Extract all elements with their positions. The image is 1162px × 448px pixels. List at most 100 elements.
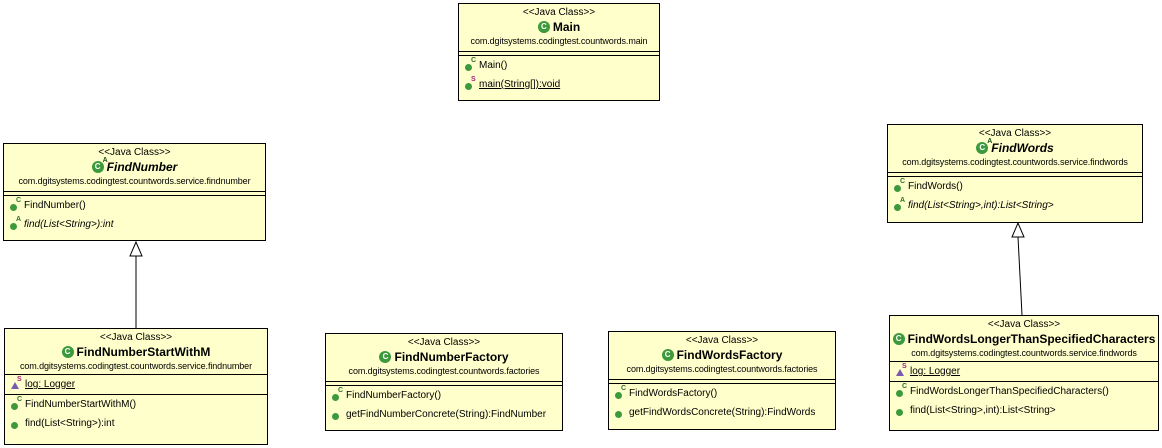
- package-name: com.dgitsystems.codingtest.countwords.se…: [911, 348, 1137, 358]
- constructor-icon: C: [615, 385, 627, 400]
- abstract-method-icon: A: [894, 197, 906, 212]
- class-name-text: FindNumberStartWithM: [76, 345, 211, 359]
- operation-text: getFindNumberConcrete(String):FindNumber: [346, 409, 547, 420]
- class-name-text: FindWordsLongerThanSpecifiedCharacters: [907, 332, 1156, 346]
- stereotype-label: <<Java Class>>: [685, 335, 759, 346]
- constructor-icon: C: [896, 383, 908, 398]
- constructor-icon: C: [11, 396, 23, 411]
- stereotype-label: <<Java Class>>: [987, 319, 1061, 330]
- operation-text: find(List<String>):int: [25, 418, 115, 429]
- operations-compartment: C FindWordsFactory() getFindWordsConcret…: [609, 383, 835, 422]
- static-method-icon: S: [465, 76, 477, 91]
- operation-text: FindNumber(): [24, 200, 86, 211]
- abstract-method-icon: A: [10, 216, 22, 231]
- class-icon: C: [379, 351, 392, 363]
- stereotype-label: <<Java Class>>: [522, 7, 596, 18]
- constructor-icon: C: [332, 387, 344, 402]
- stereotype-label: <<Java Class>>: [978, 128, 1052, 139]
- operation-text: FindWords(): [908, 181, 963, 192]
- operation-row[interactable]: C FindNumber(): [4, 196, 265, 215]
- operation-text: getFindWordsConcrete(String):FindWords: [629, 407, 816, 418]
- attributes-compartment: S log: Logger: [890, 361, 1158, 381]
- class-header: <<Java Class>> C FindNumberStartWithM co…: [5, 329, 267, 372]
- operation-row[interactable]: C FindNumberStartWithM(): [5, 395, 267, 414]
- operation-text: find(List<String>):int: [24, 219, 114, 230]
- operations-compartment: C FindWords() A find(List<String>,int):L…: [888, 176, 1142, 215]
- public-method-icon: [332, 409, 344, 421]
- operation-text: FindNumberStartWithM(): [25, 399, 137, 410]
- public-method-icon: [896, 405, 908, 417]
- public-method-icon: C: [465, 57, 477, 72]
- operation-text: find(List<String>,int):List<String>: [910, 405, 1056, 416]
- attribute-text: log: Logger: [25, 379, 76, 390]
- attributes-compartment: [326, 381, 562, 385]
- operation-row[interactable]: getFindWordsConcrete(String):FindWords: [609, 403, 835, 422]
- operation-text: find(List<String>,int):List<String>: [908, 200, 1054, 211]
- class-name-text: Main: [552, 20, 581, 34]
- class-header: <<Java Class>> C FindWordsLongerThanSpec…: [890, 316, 1158, 359]
- class-name: C FindWordsLongerThanSpecifiedCharacters: [890, 331, 1158, 347]
- package-name: com.dgitsystems.codingtest.countwords.fa…: [626, 364, 818, 374]
- operations-compartment: C FindNumberFactory() getFindNumberConcr…: [326, 385, 562, 424]
- class-name-text: FindWordsFactory: [676, 348, 783, 362]
- generalization-findnumberstartwithm-to-findnumber: [129, 240, 143, 328]
- constructor-icon: C: [894, 178, 906, 193]
- class-icon: C: [61, 346, 74, 358]
- attributes-compartment: [4, 191, 265, 195]
- operation-row[interactable]: find(List<String>,int):List<String>: [890, 401, 1158, 420]
- operation-row[interactable]: find(List<String>):int: [5, 414, 267, 433]
- attribute-text: log: Logger: [910, 366, 961, 377]
- class-icon: C: [892, 333, 905, 345]
- package-name: com.dgitsystems.codingtest.countwords.se…: [19, 361, 252, 371]
- class-find-words-factory[interactable]: <<Java Class>> C FindWordsFactory com.dg…: [608, 331, 836, 430]
- operation-row[interactable]: A find(List<String>):int: [4, 215, 265, 234]
- operation-row[interactable]: getFindNumberConcrete(String):FindNumber: [326, 405, 562, 424]
- stereotype-label: <<Java Class>>: [99, 332, 173, 343]
- operations-compartment: C FindNumber() A find(List<String>):int: [4, 195, 265, 234]
- class-name: C FindNumberStartWithM: [5, 344, 267, 360]
- operation-row[interactable]: C FindWordsLongerThanSpecifiedCharacters…: [890, 382, 1158, 401]
- stereotype-label: <<Java Class>>: [98, 147, 171, 158]
- class-name: C FindNumberFactory: [326, 349, 562, 365]
- operation-row[interactable]: S main(String[]):void: [459, 75, 659, 94]
- class-header: <<Java Class>> C FindNumberFactory com.d…: [326, 334, 562, 377]
- class-name-text: FindNumber: [106, 160, 178, 174]
- package-name: com.dgitsystems.codingtest.countwords.fa…: [348, 366, 540, 376]
- stereotype-label: <<Java Class>>: [407, 337, 481, 348]
- class-header: <<Java Class>> C Main com.dgitsystems.co…: [459, 4, 659, 47]
- constructor-icon: C: [10, 197, 22, 212]
- class-icon: C: [537, 21, 550, 33]
- attribute-row[interactable]: S log: Logger: [5, 375, 267, 394]
- class-name: C Main: [459, 19, 659, 35]
- attributes-compartment: [888, 172, 1142, 176]
- private-field-icon: S: [896, 363, 908, 378]
- operation-row[interactable]: C FindNumberFactory(): [326, 386, 562, 405]
- attributes-compartment: S log: Logger: [5, 374, 267, 394]
- generalization-findwordslonger-to-findwords: [1011, 221, 1025, 316]
- class-name-text: FindWords: [991, 141, 1054, 155]
- attribute-row[interactable]: S log: Logger: [890, 362, 1158, 381]
- operations-compartment: C Main() S main(String[]):void: [459, 55, 659, 94]
- class-find-number-factory[interactable]: <<Java Class>> C FindNumberFactory com.d…: [325, 333, 563, 431]
- class-find-number-start-with-m[interactable]: <<Java Class>> C FindNumberStartWithM co…: [4, 328, 268, 445]
- operation-row[interactable]: C Main(): [459, 56, 659, 75]
- operation-row[interactable]: C FindWordsFactory(): [609, 384, 835, 403]
- class-find-words-longer-than-specified-characters[interactable]: <<Java Class>> C FindWordsLongerThanSpec…: [889, 315, 1159, 431]
- attributes-compartment: [459, 51, 659, 55]
- attributes-compartment: [609, 379, 835, 383]
- operations-compartment: C FindWordsLongerThanSpecifiedCharacters…: [890, 381, 1158, 420]
- class-name-text: FindNumberFactory: [394, 350, 509, 364]
- class-main[interactable]: <<Java Class>> C Main com.dgitsystems.co…: [458, 3, 660, 101]
- operation-row[interactable]: A find(List<String>,int):List<String>: [888, 196, 1142, 215]
- operation-row[interactable]: C FindWords(): [888, 177, 1142, 196]
- operations-compartment: C FindNumberStartWithM() find(List<Strin…: [5, 394, 267, 433]
